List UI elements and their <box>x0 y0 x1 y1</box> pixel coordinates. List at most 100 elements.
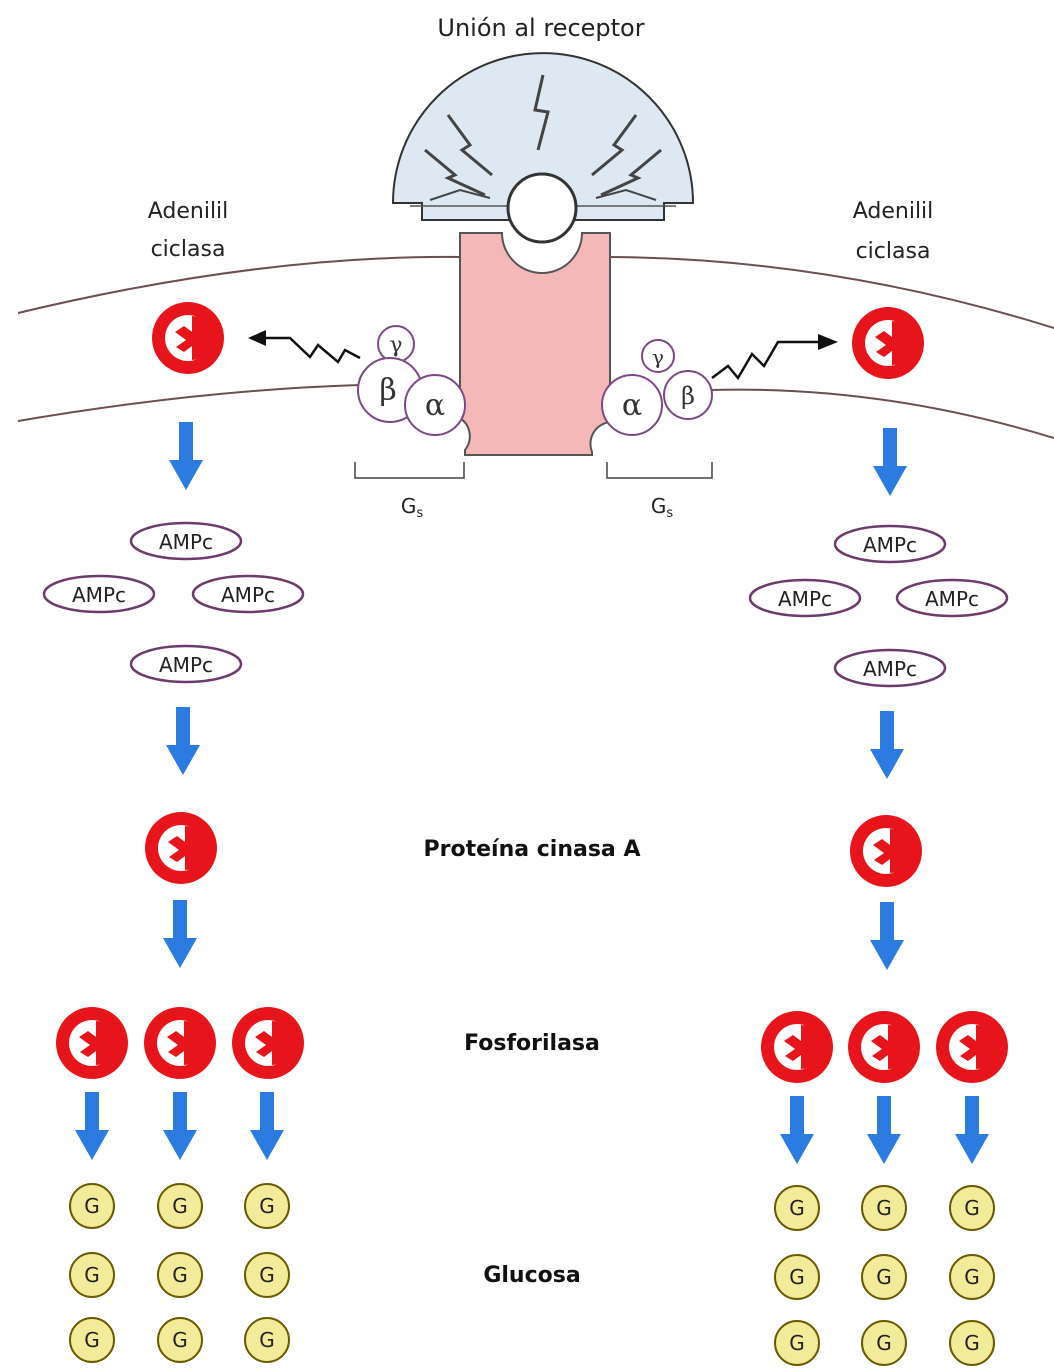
glucose-molecule: G <box>70 1253 114 1297</box>
gs-bracket-left: Gs <box>355 462 464 521</box>
glucose-molecule: G <box>245 1253 289 1297</box>
svg-text:G: G <box>84 1194 100 1218</box>
svg-text:AMPc: AMPc <box>221 583 275 607</box>
title: Unión al receptor <box>437 14 644 42</box>
g-protein-left: γ β α <box>358 326 465 435</box>
ampc-molecule: AMPc <box>44 576 154 612</box>
arrow-to-glucose-right-3 <box>955 1096 989 1164</box>
svg-text:α: α <box>425 388 445 423</box>
arrow-to-glucose-left-1 <box>75 1092 109 1160</box>
adenylyl-cyclase-enzyme-left <box>152 302 224 374</box>
gs-label-left: Gs <box>401 494 424 521</box>
svg-text:G: G <box>876 1331 892 1355</box>
svg-text:G: G <box>789 1196 805 1220</box>
phosphorylase-left-2 <box>144 1007 216 1079</box>
phosphorylase-left-1 <box>56 1007 128 1079</box>
arrow-to-glucose-left-2 <box>163 1092 197 1160</box>
ampc-molecule: AMPc <box>835 526 945 562</box>
svg-text:AMPc: AMPc <box>159 653 213 677</box>
glucose-molecule: G <box>775 1255 819 1299</box>
arrow-cyclase-to-ampc-right <box>873 428 907 496</box>
svg-text:β: β <box>379 373 396 408</box>
svg-text:G: G <box>259 1263 275 1287</box>
ampc-group-right: AMPc AMPc AMPc AMPc <box>750 526 1007 686</box>
ampc-molecule: AMPc <box>897 580 1007 616</box>
glucose-molecule: G <box>862 1255 906 1299</box>
svg-text:G: G <box>876 1196 892 1220</box>
arrow-to-glucose-right-2 <box>867 1096 901 1164</box>
ampc-molecule: AMPc <box>193 576 303 612</box>
protein-kinase-a-left <box>145 812 217 884</box>
glucose-molecule: G <box>950 1321 994 1365</box>
gs-bracket-right: Gs <box>607 462 712 521</box>
glucose-molecule: G <box>158 1184 202 1228</box>
svg-text:G: G <box>259 1328 275 1352</box>
arrow-ampc-to-pka-left <box>166 707 200 775</box>
svg-text:AMPc: AMPc <box>863 657 917 681</box>
glucose-molecule: G <box>950 1255 994 1299</box>
glucose-grid-right: G G G G G G G G G <box>775 1186 994 1365</box>
svg-text:AMPc: AMPc <box>863 533 917 557</box>
svg-text:G: G <box>789 1265 805 1289</box>
svg-text:α: α <box>622 388 642 423</box>
glucose-molecule: G <box>775 1321 819 1365</box>
svg-text:G: G <box>789 1331 805 1355</box>
ampc-molecule: AMPc <box>835 650 945 686</box>
arrow-pka-to-phosphorylase-left <box>163 900 197 968</box>
glucose-label: Glucosa <box>483 1263 580 1288</box>
arrow-cyclase-to-ampc-left <box>169 422 203 490</box>
glucose-molecule: G <box>950 1186 994 1230</box>
svg-text:G: G <box>964 1331 980 1355</box>
glucose-molecule: G <box>862 1186 906 1230</box>
arrow-to-glucose-left-3 <box>250 1092 284 1160</box>
svg-text:G: G <box>259 1194 275 1218</box>
glucose-molecule: G <box>158 1318 202 1362</box>
phosphorylase-left-3 <box>232 1007 304 1079</box>
svg-text:G: G <box>964 1265 980 1289</box>
svg-text:G: G <box>172 1263 188 1287</box>
arrow-ampc-to-pka-right <box>870 711 904 779</box>
activation-arrow-left <box>248 330 360 362</box>
phosphorylase-right-2 <box>848 1011 920 1083</box>
svg-text:G: G <box>876 1265 892 1289</box>
glucose-grid-left: G G G G G G G G G <box>70 1184 289 1362</box>
phosphorylase-right-3 <box>936 1011 1008 1083</box>
ampc-molecule: AMPc <box>750 580 860 616</box>
protein-kinase-a-label: Proteína cinasa A <box>424 837 641 862</box>
g-protein-right: γ α β <box>602 340 712 435</box>
svg-text:G: G <box>84 1263 100 1287</box>
adenylyl-cyclase-label-left: Adenilil <box>148 199 229 224</box>
arrow-pka-to-phosphorylase-right <box>870 902 904 970</box>
svg-text:G: G <box>84 1328 100 1352</box>
svg-text:G: G <box>964 1196 980 1220</box>
arrow-to-glucose-right-1 <box>780 1096 814 1164</box>
adenylyl-cyclase-label-right: Adenilil <box>853 199 934 224</box>
svg-text:G: G <box>172 1194 188 1218</box>
glucose-molecule: G <box>245 1184 289 1228</box>
glucose-molecule: G <box>70 1184 114 1228</box>
svg-text:γ: γ <box>652 345 664 369</box>
hormone-ligand <box>508 174 576 242</box>
ampc-group-left: AMPc AMPc AMPc AMPc <box>44 523 303 682</box>
gs-label-right: Gs <box>651 494 674 521</box>
svg-text:AMPc: AMPc <box>925 587 979 611</box>
glucose-molecule: G <box>158 1253 202 1297</box>
adenylyl-cyclase-label-left-2: ciclasa <box>151 237 226 262</box>
ampc-molecule: AMPc <box>131 646 241 682</box>
svg-text:AMPc: AMPc <box>778 587 832 611</box>
adenylyl-cyclase-label-right-2: ciclasa <box>856 239 931 264</box>
glucose-molecule: G <box>245 1318 289 1362</box>
glucose-molecule: G <box>862 1321 906 1365</box>
svg-text:G: G <box>172 1328 188 1352</box>
ampc-molecule: AMPc <box>131 523 241 559</box>
svg-text:β: β <box>681 382 695 410</box>
phosphorylase-label: Fosforilasa <box>464 1031 600 1056</box>
phosphorylase-right-1 <box>761 1011 833 1083</box>
glucose-molecule: G <box>775 1186 819 1230</box>
svg-text:AMPc: AMPc <box>159 530 213 554</box>
svg-text:γ: γ <box>389 333 402 358</box>
glucose-molecule: G <box>70 1318 114 1362</box>
receptor <box>460 233 610 455</box>
svg-text:AMPc: AMPc <box>72 583 126 607</box>
